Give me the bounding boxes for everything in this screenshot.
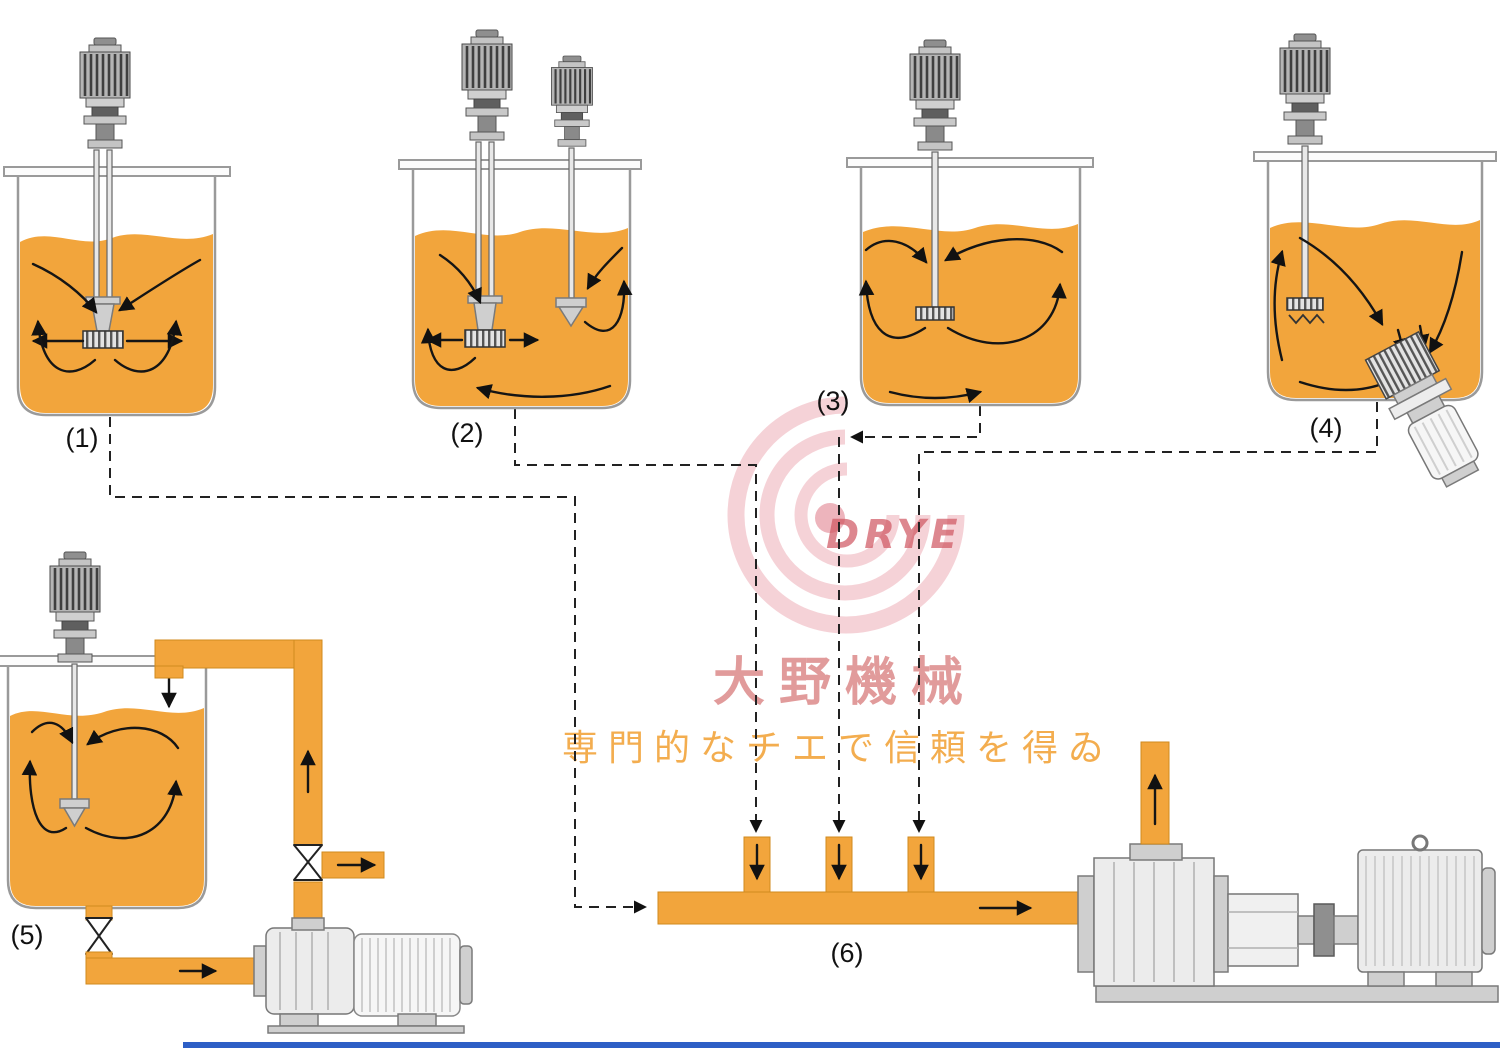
manifold-label: (6) <box>831 938 864 968</box>
tank2-disperser-disc <box>464 329 506 348</box>
tank2-body <box>411 169 632 410</box>
connector-tank1-to-manifold <box>109 417 647 914</box>
tank2-agitator-a <box>464 141 506 348</box>
pump-top-flange <box>1129 843 1183 861</box>
pump-inlet-flange <box>253 945 267 997</box>
tank4-body <box>1266 161 1484 402</box>
coupling <box>1297 903 1359 957</box>
watermark-slogan: 専門的なチエで信頼を得ゐ <box>562 728 1114 769</box>
watermark-company-name: 大野機械 <box>713 653 977 713</box>
tank2-motor-a-icon <box>460 28 514 142</box>
lifting-eye-icon <box>1411 834 1429 852</box>
connector-tank4-to-manifold <box>912 402 1378 833</box>
mixing-tank-1: (1) <box>3 36 231 453</box>
tank3-impeller <box>915 306 955 321</box>
mixing-tank-4: (4) <box>1253 32 1497 488</box>
tank1-lid <box>3 166 231 177</box>
tank2-motor-b-icon <box>550 54 594 148</box>
connector-tank3-horizontal <box>850 406 981 444</box>
tank3-label: (3) <box>817 386 850 416</box>
watermark-logo-icon <box>727 396 965 634</box>
riser-valve <box>293 844 323 881</box>
suction-pipe-run <box>85 957 255 985</box>
tank5-flow-arrows <box>21 674 183 840</box>
connector-tank2-to-manifold <box>514 409 763 833</box>
bottom-border-line <box>183 1042 1500 1048</box>
bearing-housing <box>1227 893 1299 967</box>
watermark: DRYE 大野機械 専門的なチエで信頼を得ゐ <box>562 396 1114 769</box>
tank2-lid <box>398 159 642 170</box>
tank1-flow-arrows <box>31 258 202 373</box>
tank1-disperser-disc <box>82 330 124 349</box>
tank5-outlet-valve <box>85 917 113 955</box>
tank3-motor-icon <box>908 38 962 152</box>
tank3-agitator <box>915 151 955 321</box>
tank4-motor-icon <box>1278 32 1332 146</box>
tank2-label: (2) <box>451 418 484 448</box>
pump-foot-right <box>397 1013 437 1027</box>
tank3-body <box>859 167 1082 407</box>
tank2-agitator-b <box>555 147 587 328</box>
pump-base-frame <box>1095 985 1499 1003</box>
mixing-tank-3: (3) <box>817 38 1094 416</box>
pump-base <box>267 1025 465 1034</box>
tank4-lid <box>1253 151 1497 162</box>
pump-casing <box>265 927 355 1015</box>
inline-emulsifier-pump <box>253 917 473 1034</box>
tank2-liquid <box>415 228 628 406</box>
tank1-label: (1) <box>66 423 99 453</box>
tank5-liquid <box>10 708 204 906</box>
drive-motor-icon <box>1357 834 1496 987</box>
tank2-flow-arrows <box>420 246 633 400</box>
tank1-liquid <box>20 234 213 413</box>
pump-foot-left <box>279 1013 319 1027</box>
riser-pipe-upper <box>293 639 323 846</box>
inlet-manifold: (6) <box>657 836 1089 968</box>
tank3-lid <box>846 157 1094 168</box>
tank1-agitator <box>82 149 124 349</box>
pump-outlet-flange <box>291 917 325 931</box>
recirculation-piping <box>85 639 385 985</box>
tank4-agitator <box>1286 145 1325 325</box>
tank4-impeller <box>1286 297 1324 311</box>
tank3-flow-arrows <box>858 238 1067 403</box>
tank3-liquid <box>863 224 1078 403</box>
mixing-tank-2: (2) <box>398 28 642 448</box>
tank5-motor-icon <box>48 550 102 664</box>
tank4-bottom-homogenizer <box>1364 330 1480 488</box>
mixing-tank-5-loop: (5) <box>0 550 473 1034</box>
tank1-body <box>16 176 217 417</box>
dashed-connectors <box>109 402 1378 914</box>
pump-left-flange <box>1077 875 1095 973</box>
return-pipe-tank-entry <box>154 665 184 679</box>
tank1-motor-icon <box>78 36 132 150</box>
tank4-label: (4) <box>1310 413 1343 443</box>
tank5-label: (5) <box>11 920 44 950</box>
watermark-logo-text: DRYE <box>826 512 963 558</box>
discharge-pump-unit <box>1077 741 1499 1003</box>
